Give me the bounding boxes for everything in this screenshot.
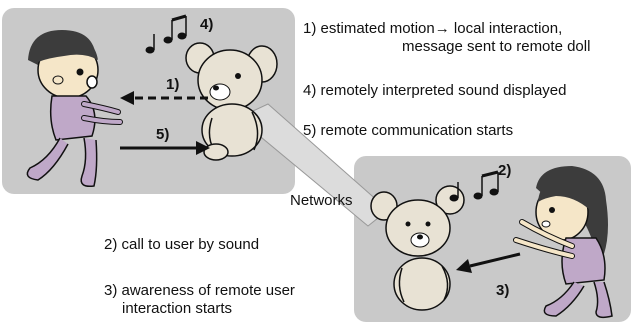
networks-label: Networks	[290, 192, 353, 209]
caption-step4: 4) remotely interpreted sound displayed	[303, 82, 567, 99]
caption-step3-line1: 3) awareness of remote user	[104, 282, 295, 299]
local-doll-figure	[185, 42, 278, 161]
remote-arrow-step-label: 3)	[496, 282, 510, 299]
local-sound-step-label: 4)	[200, 16, 214, 33]
local-person-figure	[26, 30, 123, 188]
caption-step1-line2: message sent to remote doll	[402, 38, 591, 55]
music-notes-icon-remote	[449, 170, 499, 202]
caption-step1-line1: 1) estimated motion→ local interaction,	[303, 20, 563, 37]
local-solid-arrow-label: 5)	[156, 126, 170, 143]
remote-person-figure	[513, 166, 613, 319]
solid-arrow-person-to-doll	[120, 141, 210, 155]
dashed-arrow-doll-to-person	[120, 91, 208, 105]
caption-step2: 2) call to user by sound	[104, 236, 260, 253]
remote-doll-figure	[370, 185, 465, 311]
remote-sound-step-label: 2)	[498, 162, 512, 179]
caption-step5: 5) remote communication starts	[303, 122, 514, 139]
local-dashed-arrow-label: 1)	[166, 76, 180, 93]
music-notes-icon-local	[145, 14, 187, 54]
caption-step3-line2: interaction starts	[122, 300, 233, 317]
arrow-person-to-doll-remote	[456, 252, 521, 273]
